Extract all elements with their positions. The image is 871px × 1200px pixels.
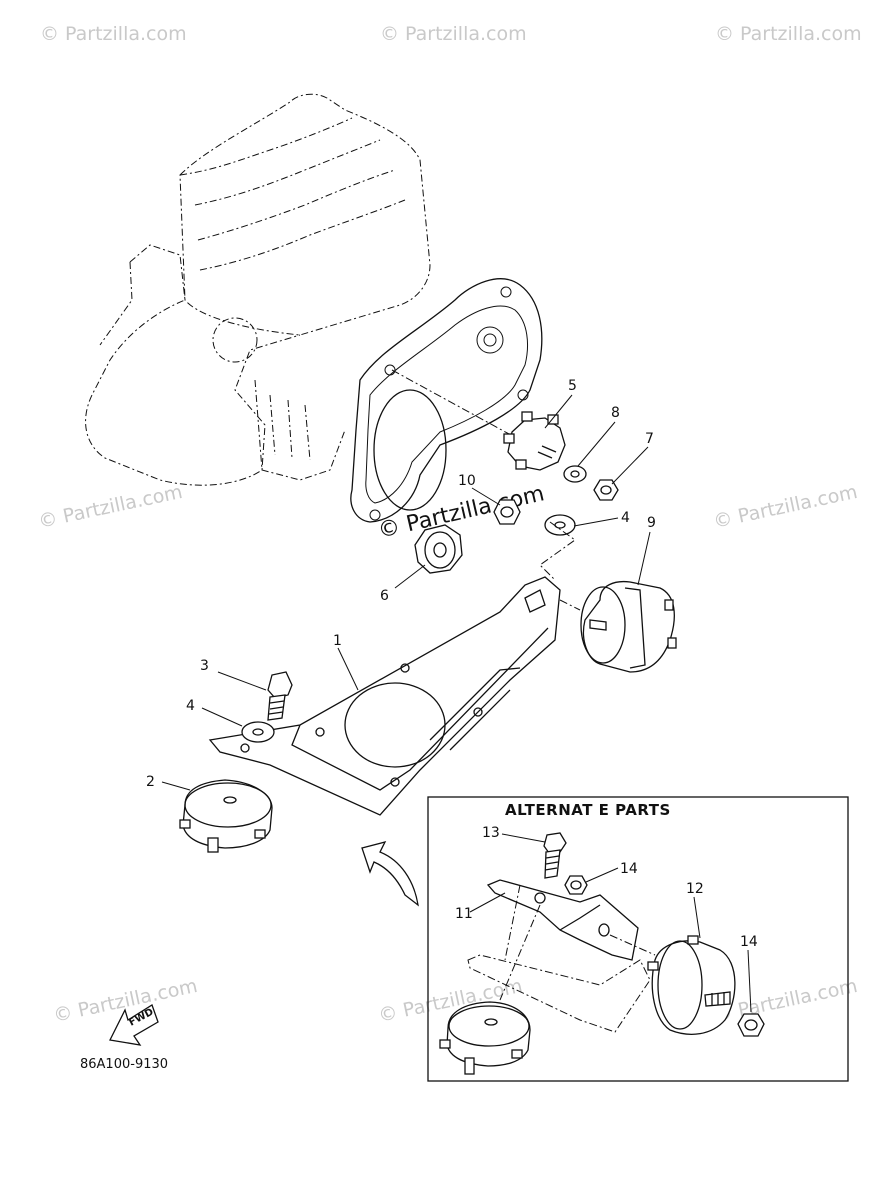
callout-10: 10 (458, 473, 476, 489)
callout-9: 9 (647, 515, 656, 531)
callout-numbers: 5 8 7 10 4 9 6 1 3 4 2 13 14 12 11 14 (146, 378, 758, 950)
callout-14-upper: 14 (620, 861, 638, 877)
part-10-nut (493, 499, 521, 525)
callout-1: 1 (333, 633, 342, 649)
watermark-mid-left: © Partzilla.com (36, 481, 184, 533)
callout-4-lower: 4 (186, 698, 195, 714)
callout-7: 7 (645, 431, 654, 447)
leader-lines (161, 394, 752, 1013)
part-2-engine-mount-lower (179, 779, 273, 853)
callout-2: 2 (146, 774, 155, 790)
part-4-washer-upper (544, 514, 576, 536)
part-14-nut-upper (564, 875, 588, 895)
part-6-collar (414, 524, 463, 574)
callout-4-upper: 4 (621, 510, 630, 526)
callout-5: 5 (568, 378, 577, 394)
alternate-parts-pointer-arrow-icon (361, 841, 419, 907)
callout-3: 3 (200, 658, 209, 674)
alternate-parts-title: ALTERNAT E PARTS (505, 801, 671, 819)
part-7-nut (593, 479, 619, 501)
part-9-engine-mount (580, 580, 677, 673)
alternate-parts-box: ALTERNAT E PARTS (427, 796, 849, 1082)
watermark-top-left: © Partzilla.com (40, 23, 187, 45)
callout-13: 13 (482, 825, 500, 841)
alternate-lower-mount (439, 1001, 531, 1075)
part-8-washer (563, 465, 587, 483)
part-12-engine-mount (647, 935, 736, 1035)
part-11-bracket (486, 879, 639, 961)
part-13-bolt (543, 832, 567, 879)
callout-11: 11 (455, 906, 473, 922)
callout-14-right: 14 (740, 934, 758, 950)
watermark-mid-right: © Partzilla.com (711, 481, 859, 533)
callout-8: 8 (611, 405, 620, 421)
watermark-top-right: © Partzilla.com (715, 23, 862, 45)
part-14-nut-right (737, 1013, 765, 1037)
callout-6: 6 (380, 588, 389, 604)
diagram-code: 86A100-9130 (80, 1057, 168, 1072)
part-4-washer-lower (241, 721, 275, 743)
engine-outline (85, 93, 543, 523)
part-1-bracket (208, 521, 581, 816)
watermark-layer: © Partzilla.com © Partzilla.com © Partzi… (36, 23, 861, 1027)
callout-12: 12 (686, 881, 704, 897)
part-5-damper-plate (503, 411, 566, 471)
part-3-bolt (267, 671, 293, 721)
watermark-top-center: © Partzilla.com (380, 23, 527, 45)
